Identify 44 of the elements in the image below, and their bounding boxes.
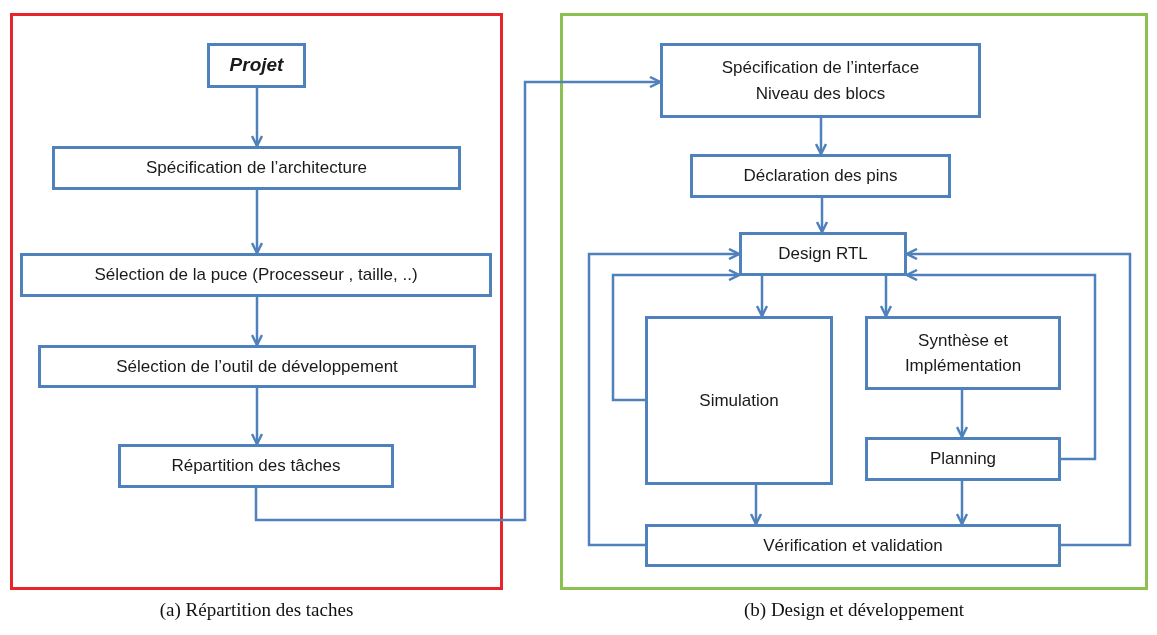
box-label: Déclaration des pins xyxy=(742,165,899,188)
arrow xyxy=(254,75,662,522)
box-label: Planning xyxy=(928,448,998,471)
panel-caption: (a) Répartition des taches xyxy=(159,598,354,622)
box-label: Projet xyxy=(228,53,285,78)
arrow xyxy=(250,297,264,347)
process-box xyxy=(38,345,476,388)
box-label: Vérification et validation xyxy=(762,534,944,557)
box-label: Spécification de l’architecture xyxy=(144,157,369,180)
box-label: Design RTL xyxy=(777,243,869,266)
process-box xyxy=(739,232,907,276)
process-box xyxy=(52,146,461,190)
arrow xyxy=(250,388,264,446)
process-box xyxy=(645,524,1061,567)
arrow xyxy=(611,268,741,402)
arrow xyxy=(955,481,969,526)
box-label: Sélection de l’outil de développement xyxy=(115,355,399,378)
arrow xyxy=(905,247,1132,547)
panel-frame xyxy=(10,13,503,590)
arrow xyxy=(250,88,264,148)
process-box xyxy=(690,154,951,198)
process-box xyxy=(118,444,394,488)
arrow xyxy=(955,390,969,439)
arrow xyxy=(755,276,769,318)
process-box xyxy=(865,316,1061,390)
arrow xyxy=(814,118,828,156)
panel-caption: (b) Design et développement xyxy=(744,598,964,622)
arrow xyxy=(905,268,1097,461)
arrow xyxy=(587,247,741,547)
box-label: Spécification de l’interface Niveau des blocs xyxy=(720,57,921,105)
box-label: Simulation xyxy=(698,389,780,412)
arrow xyxy=(749,485,763,526)
process-box xyxy=(865,437,1061,481)
box-label: Répartition des tâches xyxy=(170,455,342,478)
box-label: Sélection de la puce (Processeur , taille, ..) xyxy=(93,264,419,287)
box-label: Synthèse et Implémentation xyxy=(903,329,1023,377)
process-box xyxy=(645,316,833,485)
arrow xyxy=(250,190,264,255)
process-box xyxy=(207,43,306,88)
process-box xyxy=(660,43,981,118)
arrow xyxy=(815,198,829,234)
panel-frame xyxy=(560,13,1148,590)
arrow xyxy=(879,276,893,318)
process-box xyxy=(20,253,492,297)
